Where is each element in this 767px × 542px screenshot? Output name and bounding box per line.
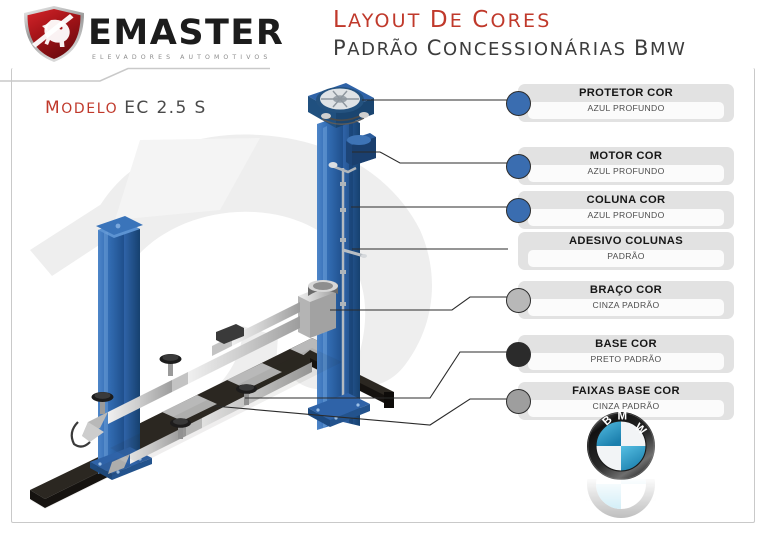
callout-value: PADRÃO xyxy=(607,251,645,261)
bmw-roundel-icon: B M W xyxy=(587,411,655,480)
two-post-car-lift-icon xyxy=(30,83,394,509)
callout-value: AZUL PROFUNDO xyxy=(587,210,665,220)
callout-title: PROTETOR COR xyxy=(578,87,674,99)
color-swatch-dot[interactable] xyxy=(506,91,531,116)
leader-motor xyxy=(352,151,508,164)
callout-title: MOTOR COR xyxy=(589,150,663,162)
company-logo: EMASTER ELEVADORES AUTOMOTIVOS xyxy=(16,2,306,66)
callout-value-field: CINZA PADRÃO xyxy=(528,400,724,417)
callout-title: ADESIVO COLUNAS xyxy=(568,235,684,247)
callout-title: COLUNA COR xyxy=(586,194,666,206)
color-swatch-dot[interactable] xyxy=(506,342,531,367)
arm-pad xyxy=(91,392,114,414)
callout-panel: FAIXAS BASE COR CINZA PADRÃO xyxy=(518,382,734,420)
model-value: EC 2.5 S xyxy=(124,98,207,118)
bmw-logo-reflection xyxy=(586,479,656,519)
page-header: EMASTER ELEVADORES AUTOMOTIVOS LAYOUT DE… xyxy=(0,0,767,68)
callout-title: BRAÇO COR xyxy=(589,284,663,296)
protector-cap xyxy=(308,83,374,128)
arm-pad xyxy=(170,418,191,439)
bmw-letter-m: M xyxy=(618,411,628,423)
lift-arms-left xyxy=(108,362,312,474)
callout-value: CINZA PADRÃO xyxy=(592,300,660,310)
color-swatch-dot[interactable] xyxy=(506,389,531,414)
callout-panel: PROTETOR COR AZUL PROFUNDO xyxy=(518,84,734,122)
callout-value: PRETO PADRÃO xyxy=(590,354,662,364)
callout-title: BASE COR xyxy=(595,338,657,350)
callout-panel: ADESIVO COLUNAS PADRÃO xyxy=(518,232,734,270)
callout-panel: BASE COR PRETO PADRÃO xyxy=(518,335,734,373)
callout-value: AZUL PROFUNDO xyxy=(587,166,665,176)
leader-braco xyxy=(330,296,508,311)
rhino-shield-icon xyxy=(24,6,84,62)
color-swatch-dot[interactable] xyxy=(506,288,531,313)
callout-value-field: PADRÃO xyxy=(528,250,724,267)
brand-tagline: ELEVADORES AUTOMOTIVOS xyxy=(92,54,272,61)
callout-value-field: AZUL PROFUNDO xyxy=(528,209,724,226)
arm-pad xyxy=(159,354,182,376)
callout-value: CINZA PADRÃO xyxy=(592,401,660,411)
callout-value: AZUL PROFUNDO xyxy=(587,103,665,113)
page-subtitle: PADRÃO CONCESSIONÁRIAS BMW xyxy=(333,36,687,61)
lift-arms-right xyxy=(70,280,338,448)
color-swatch-dot[interactable] xyxy=(506,198,531,223)
brand-wordmark: EMASTER xyxy=(88,13,285,53)
leader-faixas xyxy=(213,398,508,426)
callout-value-field: AZUL PROFUNDO xyxy=(528,165,724,182)
callout-value-field: AZUL PROFUNDO xyxy=(528,102,724,119)
callout-value-field: CINZA PADRÃO xyxy=(528,299,724,316)
callout-title: FAIXAS BASE COR xyxy=(572,385,680,397)
frame-notch-line xyxy=(0,67,270,82)
header-title-block: LAYOUT DE CORES PADRÃO CONCESSIONÁRIAS B… xyxy=(333,7,753,62)
right-column xyxy=(308,83,376,430)
callout-panel: BRAÇO COR CINZA PADRÃO xyxy=(518,281,734,319)
leader-base xyxy=(245,351,508,399)
callout-value-field: PRETO PADRÃO xyxy=(528,353,724,370)
model-prefix: MODELO xyxy=(45,98,119,118)
page-title: LAYOUT DE CORES xyxy=(333,7,552,33)
callout-panel: COLUNA COR AZUL PROFUNDO xyxy=(518,191,734,229)
callout-panel: MOTOR COR AZUL PROFUNDO xyxy=(518,147,734,185)
color-swatch-dot[interactable] xyxy=(506,154,531,179)
